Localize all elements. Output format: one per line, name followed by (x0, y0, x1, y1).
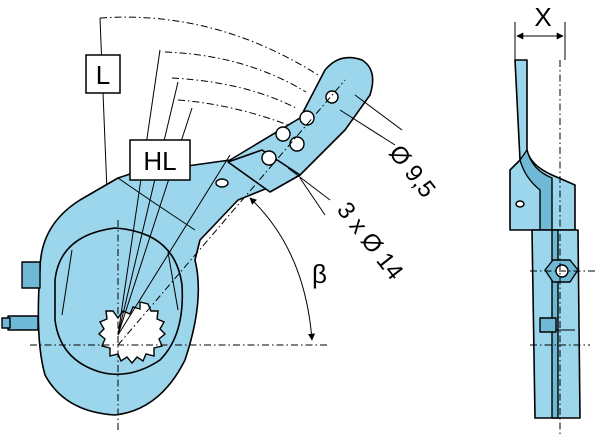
dim-line-small (339, 109, 396, 146)
dim-line-large-2 (299, 177, 326, 216)
arm-hole-2 (289, 136, 305, 152)
adjusting-bolt (21, 261, 41, 289)
arm-hole-4 (275, 126, 291, 142)
side-arm-hole (515, 200, 525, 208)
length-label: L (96, 60, 110, 90)
dim-line-small-2 (354, 94, 403, 131)
arm-hole-small (325, 90, 339, 104)
body-hole (215, 178, 229, 188)
width-label: X (534, 2, 551, 32)
length-label-box (85, 54, 121, 94)
side-grease-nipple (539, 317, 557, 333)
length-arc (99, 16, 319, 76)
hole-length-label: HL (143, 146, 176, 176)
spline-bore (97, 301, 167, 365)
hole-arc-3 (177, 99, 289, 126)
large-holes-label: 3 x Ø 14 (331, 197, 408, 285)
side-view: X (509, 2, 595, 435)
grease-nipple-tip (1, 317, 11, 329)
housing-rib-left (61, 249, 73, 316)
hole-arc-1 (164, 51, 307, 93)
angle-label: β (312, 259, 327, 289)
hole-arc-2 (171, 77, 297, 109)
hole-length-label-box (129, 139, 191, 181)
angle-arc (249, 197, 315, 341)
front-view: L HL β Ø 9,5 3 x Ø 14 (1, 16, 441, 430)
grease-nipple (7, 315, 39, 331)
arm-band (227, 149, 301, 193)
housing-rib-right (167, 251, 179, 311)
dim-line-large (287, 167, 331, 201)
arm-hole-1 (299, 110, 315, 126)
arm-axis (117, 79, 346, 346)
arm-hole-3 (261, 150, 277, 166)
small-hole-label: Ø 9,5 (383, 140, 440, 203)
radial-lines (117, 49, 231, 336)
